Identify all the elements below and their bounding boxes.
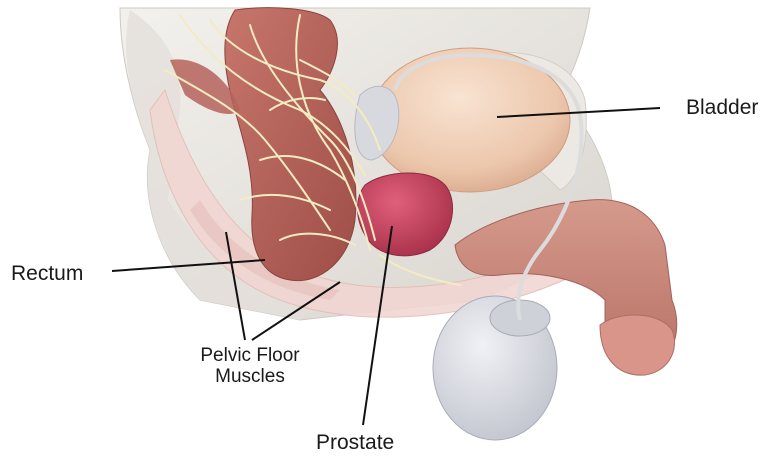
pelvic-floor-label-line1: Pelvic Floor bbox=[186, 346, 314, 367]
pelvic-floor-muscles-label: Pelvic Floor Muscles bbox=[186, 346, 314, 388]
glans bbox=[600, 315, 674, 375]
rectum-label: Rectum bbox=[11, 262, 83, 285]
prostate bbox=[358, 173, 453, 256]
prostate-label: Prostate bbox=[316, 431, 394, 454]
pelvic-floor-label-line2: Muscles bbox=[186, 367, 314, 388]
bladder-label: Bladder bbox=[686, 96, 758, 119]
